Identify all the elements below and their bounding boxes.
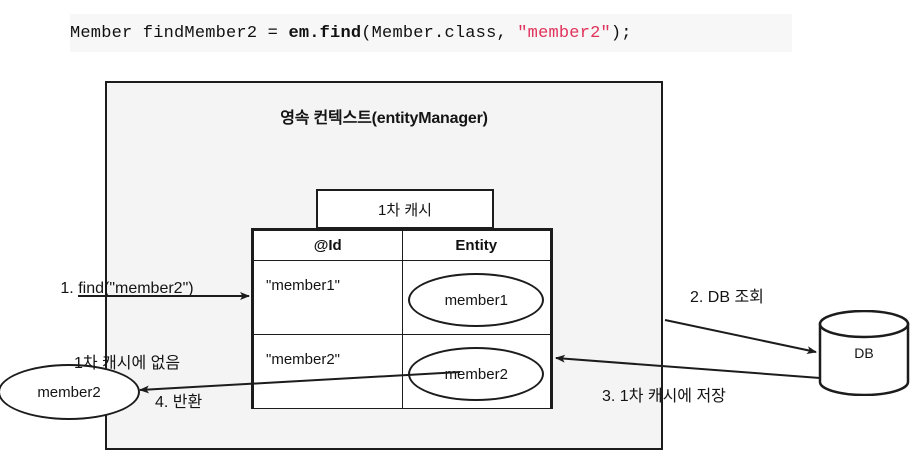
code-method: em.find bbox=[288, 23, 362, 43]
code-prefix: Member findMember2 = bbox=[70, 23, 289, 43]
column-header-entity: Entity bbox=[401, 230, 551, 261]
annotation-step-2: 2. DB 조회 bbox=[690, 289, 764, 306]
table-row: "member1" member1 bbox=[253, 260, 551, 335]
code-middle: (Member.class, bbox=[361, 23, 518, 43]
annotation-step-1-line-2: 1차 캐시에 없음 bbox=[73, 355, 181, 372]
cell-id: "member1" bbox=[253, 260, 403, 335]
code-snippet: Member findMember2 = em.find(Member.clas… bbox=[70, 14, 792, 52]
annotation-step-3: 3. 1차 캐시에 저장 bbox=[602, 388, 726, 405]
persistence-context-title: 영속 컨텍스트(entityManager) bbox=[280, 110, 488, 127]
database-cylinder: DB bbox=[818, 309, 910, 397]
annotation-step-1: 1. find("member2") 1차 캐시에 없음 bbox=[22, 226, 232, 426]
cell-id-text: "member1" bbox=[266, 277, 341, 294]
arrow-db-query bbox=[664, 319, 817, 355]
column-header-id: @Id bbox=[253, 230, 403, 261]
table-header-row: @Id Entity bbox=[253, 230, 551, 261]
entity-ellipse: member2 bbox=[408, 347, 545, 401]
database-label: DB bbox=[854, 345, 874, 361]
database-icon bbox=[818, 309, 910, 397]
code-suffix: ); bbox=[610, 23, 632, 43]
cell-id: "member2" bbox=[253, 334, 403, 409]
cell-entity: member1 bbox=[401, 260, 551, 335]
table-row: "member2" member2 bbox=[253, 334, 551, 409]
annotation-step-4: 4. 반환 bbox=[155, 394, 203, 411]
cell-entity: member2 bbox=[401, 334, 551, 409]
first-level-cache-label: 1차 캐시 bbox=[316, 189, 494, 229]
code-string-arg: "member2" bbox=[517, 23, 611, 43]
annotation-step-1-line-1: 1. find("member2") bbox=[60, 280, 194, 297]
cell-id-text: "member2" bbox=[266, 351, 341, 368]
first-level-cache-table: @Id Entity "member1" member1 "member2" bbox=[251, 228, 553, 409]
entity-ellipse: member1 bbox=[408, 273, 545, 327]
returned-entity-ellipse: member2 bbox=[0, 364, 140, 420]
